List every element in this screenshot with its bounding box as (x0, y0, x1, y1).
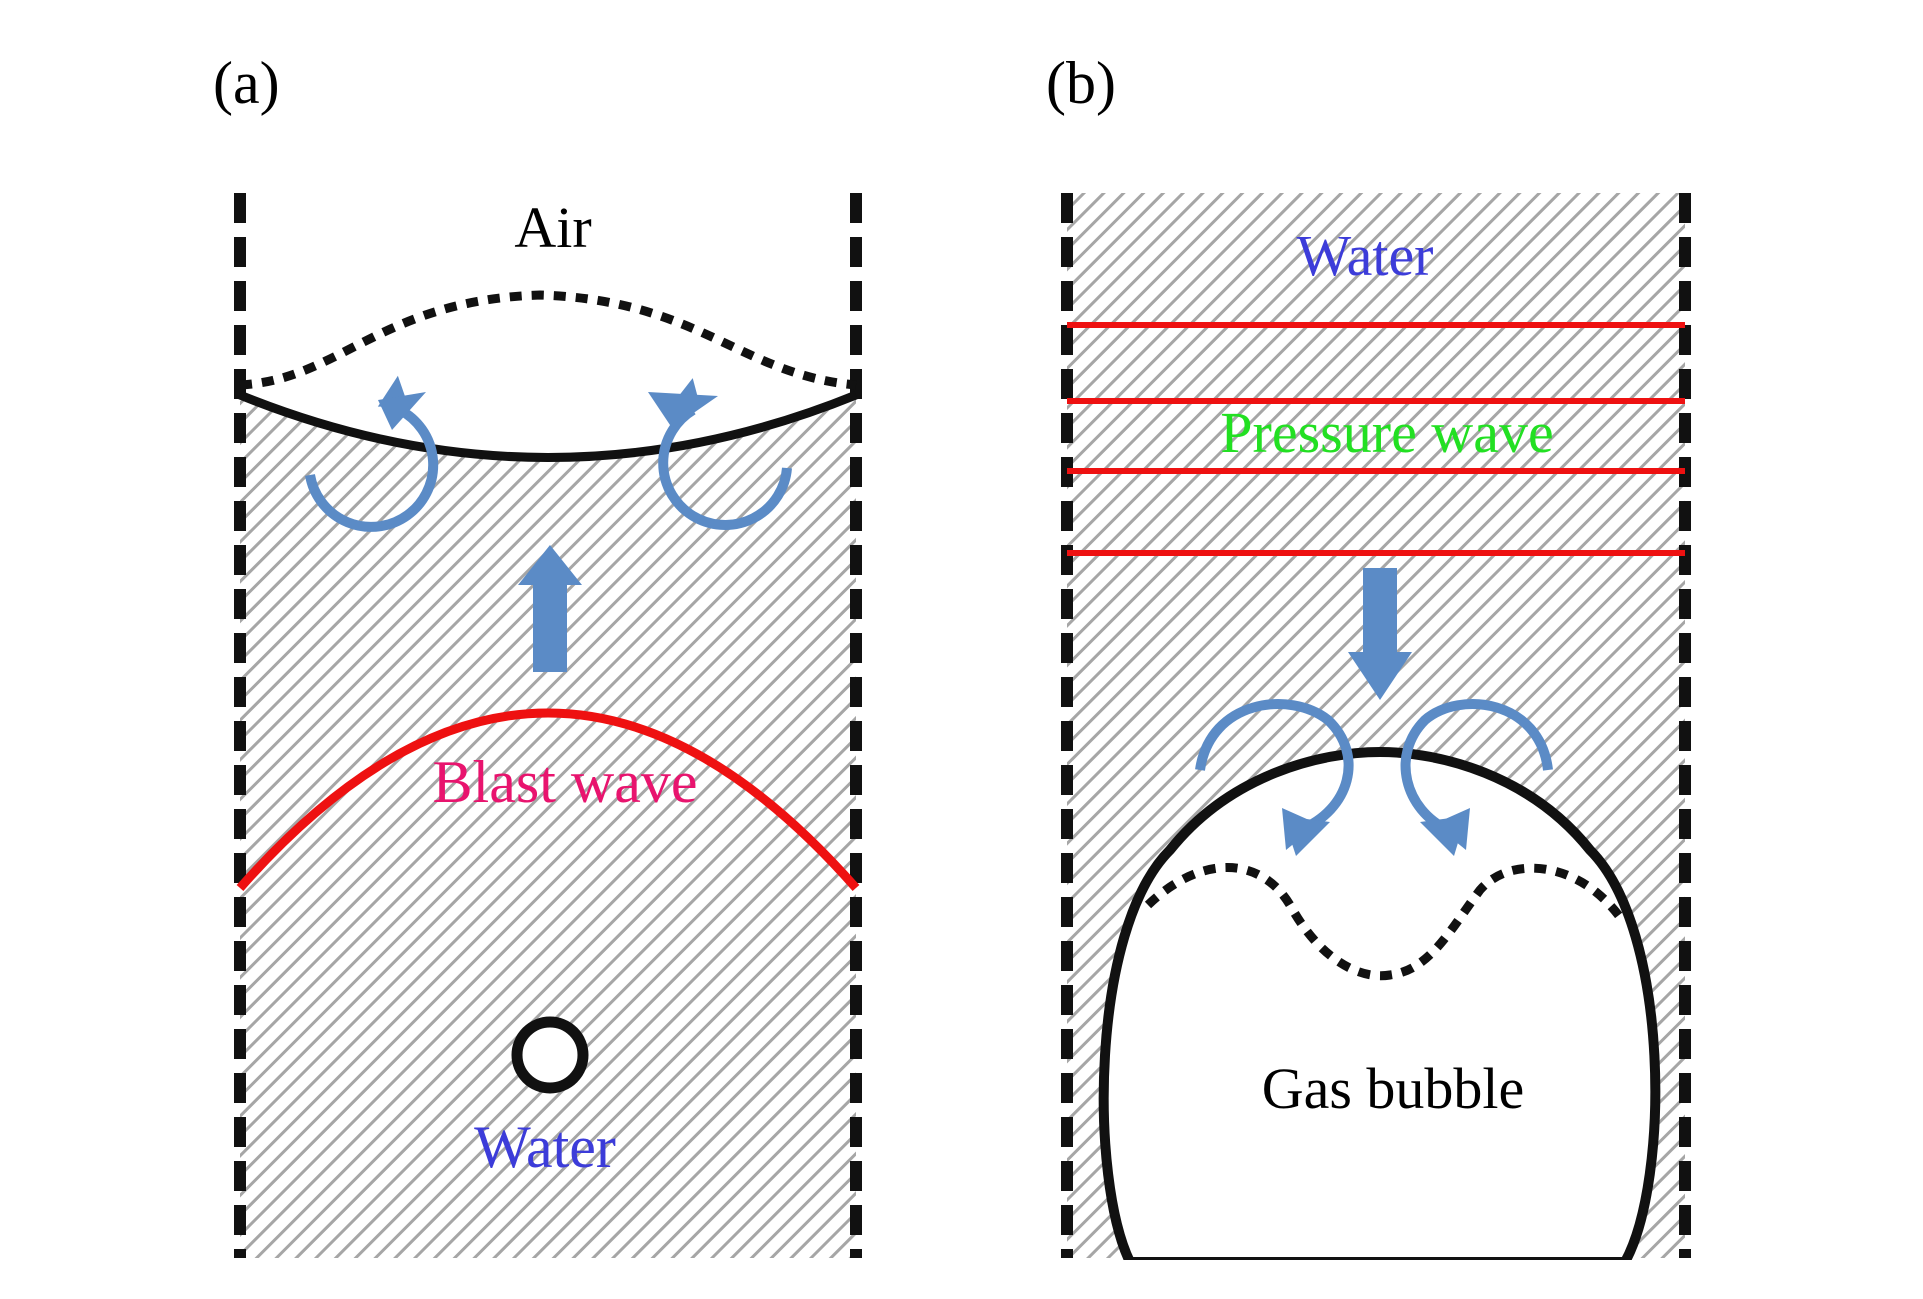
water-label-a: Water (474, 1114, 616, 1180)
vortex-left-b-tip (1283, 816, 1330, 856)
water-region (240, 395, 856, 1258)
panel-a: (a) Air Blast wave Water (213, 50, 862, 1258)
downward-arrow (1348, 568, 1412, 700)
vortex-right-b-tip (1420, 816, 1466, 856)
air-label: Air (514, 195, 591, 260)
panel-a-tag: (a) (213, 50, 280, 116)
blast-wave (236, 708, 860, 891)
dotted-surface (239, 290, 857, 390)
panel-b-tag: (b) (1046, 50, 1116, 116)
free-surface (238, 390, 858, 462)
water-label-b: Water (1296, 223, 1433, 288)
explosive-charge (511, 1016, 589, 1094)
vortex-left-arrowhead (378, 392, 426, 430)
pressure-wave-lines (1067, 322, 1685, 556)
pressure-wave-label: Pressure wave (1220, 400, 1553, 465)
vortex-right-arrowhead (648, 392, 718, 428)
gas-bubble (1098, 746, 1661, 1260)
dotted-jet (1144, 863, 1626, 981)
blast-wave-label: Blast wave (433, 749, 698, 815)
upward-arrow (518, 545, 582, 672)
panel-b: (b) Water Pressure wave Gas bubble (1046, 50, 1691, 1260)
gas-bubble-label: Gas bubble (1262, 1056, 1525, 1121)
